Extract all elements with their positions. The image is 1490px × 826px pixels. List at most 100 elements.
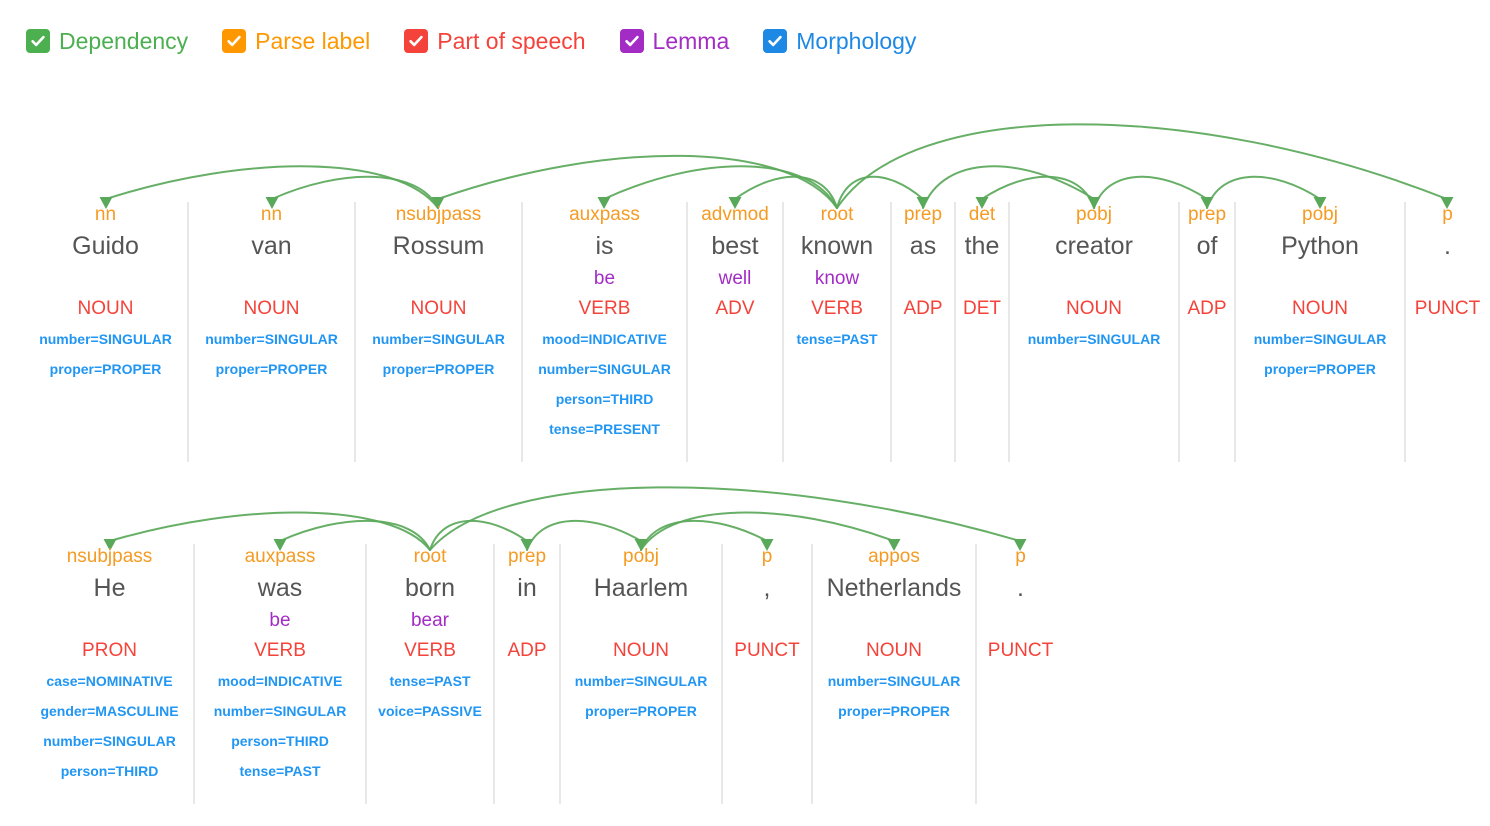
- parse-label: det: [968, 204, 996, 225]
- morphology-feature: number=SINGULAR: [372, 331, 505, 347]
- parse-label: pobj: [1302, 204, 1338, 225]
- morphology-feature: proper=PROPER: [585, 703, 697, 719]
- dependency-arc-layer: [99, 123, 1454, 209]
- legend-toggle-morphology[interactable]: Morphology: [763, 29, 916, 53]
- part-of-speech-tag: ADP: [507, 640, 547, 661]
- morphology-feature: person=THIRD: [555, 391, 654, 407]
- display-options-legend: Dependency Parse label Part of speech Lemma…: [26, 24, 916, 58]
- morphology-feature: proper=PROPER: [1264, 361, 1376, 377]
- part-of-speech-tag: NOUN: [1292, 298, 1348, 319]
- checkbox-checked-icon[interactable]: [222, 29, 247, 53]
- checkbox-checked-icon[interactable]: [404, 29, 429, 53]
- legend-toggle-dependency[interactable]: Dependency: [26, 29, 188, 53]
- part-of-speech-tag: NOUN: [1066, 298, 1122, 319]
- token-lemma: know: [814, 268, 860, 289]
- parse-label: pobj: [623, 546, 659, 567]
- checkbox-checked-icon[interactable]: [26, 29, 50, 53]
- token-word: Rossum: [392, 232, 485, 260]
- parse-label: auxpass: [244, 546, 316, 567]
- morphology-feature: number=SINGULAR: [43, 733, 176, 749]
- dependency-arc-layer: [103, 486, 1027, 551]
- part-of-speech-tag: ADP: [903, 298, 943, 319]
- token-word: born: [404, 574, 456, 602]
- morphology-feature: tense=PRESENT: [549, 421, 660, 437]
- token-word: .: [1444, 232, 1451, 260]
- parse-label: prep: [1187, 204, 1227, 225]
- token-word: known: [800, 232, 874, 260]
- morphology-feature: gender=MASCULINE: [40, 703, 179, 719]
- legend-label: Lemma: [652, 27, 730, 54]
- legend-label: Parse label: [255, 27, 371, 54]
- morphology-feature: proper=PROPER: [49, 361, 162, 377]
- parse-label: root: [820, 204, 854, 225]
- part-of-speech-tag: NOUN: [243, 298, 300, 319]
- parse-label: p: [1015, 546, 1026, 567]
- dependency-arc: [836, 123, 1448, 209]
- morphology-feature: number=SINGULAR: [1027, 331, 1161, 347]
- parse-label: pobj: [1076, 204, 1112, 225]
- token-word: Netherlands: [826, 574, 962, 602]
- parse-label: appos: [868, 546, 920, 567]
- parse-label: nn: [260, 204, 283, 225]
- dependency-arc: [437, 154, 838, 209]
- token-word: in: [517, 574, 537, 602]
- legend-toggle-lemma[interactable]: Lemma: [619, 27, 730, 54]
- token-word: best: [711, 232, 759, 260]
- legend-label: Morphology: [796, 27, 917, 54]
- part-of-speech-tag: ADP: [1187, 298, 1227, 319]
- token-column[interactable]: p. PUNCT: [1405, 202, 1489, 462]
- morphology-feature: tense=PAST: [389, 673, 471, 689]
- legend-toggle-part-of-speech[interactable]: Part of speech: [404, 27, 586, 54]
- checkbox-checked-icon[interactable]: [619, 29, 644, 53]
- legend-label: Part of speech: [437, 27, 586, 54]
- token-word: of: [1196, 232, 1218, 260]
- morphology-feature: proper=PROPER: [382, 361, 495, 377]
- dependency-arc: [429, 486, 1021, 551]
- parse-label: nsubjpass: [395, 204, 482, 225]
- morphology-feature: mood=INDICATIVE: [542, 331, 667, 347]
- morphology-feature: number=SINGULAR: [39, 331, 172, 347]
- morphology-feature: number=SINGULAR: [574, 673, 708, 689]
- part-of-speech-tag: NOUN: [77, 298, 134, 319]
- token-word: .: [1017, 574, 1024, 602]
- morphology-feature: tense=PAST: [796, 331, 878, 347]
- part-of-speech-tag: VERB: [578, 298, 631, 319]
- part-of-speech-tag: PUNCT: [734, 640, 800, 661]
- parse-label: p: [1442, 204, 1453, 225]
- token-word: ,: [763, 574, 771, 602]
- token-word: the: [964, 232, 1000, 260]
- morphology-feature: person=THIRD: [60, 763, 159, 779]
- token-word: was: [257, 574, 303, 602]
- part-of-speech-tag: NOUN: [613, 640, 669, 661]
- part-of-speech-tag: VERB: [404, 640, 456, 661]
- token-word: as: [909, 232, 937, 260]
- token-word: van: [251, 232, 292, 260]
- token-column[interactable]: p,PUNCT: [722, 544, 812, 804]
- part-of-speech-tag: PUNCT: [1414, 298, 1481, 319]
- checkbox-checked-icon[interactable]: [763, 29, 788, 53]
- morphology-feature: number=SINGULAR: [538, 361, 671, 377]
- token-word: Haarlem: [593, 574, 689, 602]
- legend-toggle-parse-label[interactable]: Parse label: [222, 29, 370, 53]
- token-column[interactable]: p.PUNCT: [976, 544, 1064, 804]
- parse-label: prep: [507, 546, 547, 567]
- parse-label: prep: [903, 204, 943, 225]
